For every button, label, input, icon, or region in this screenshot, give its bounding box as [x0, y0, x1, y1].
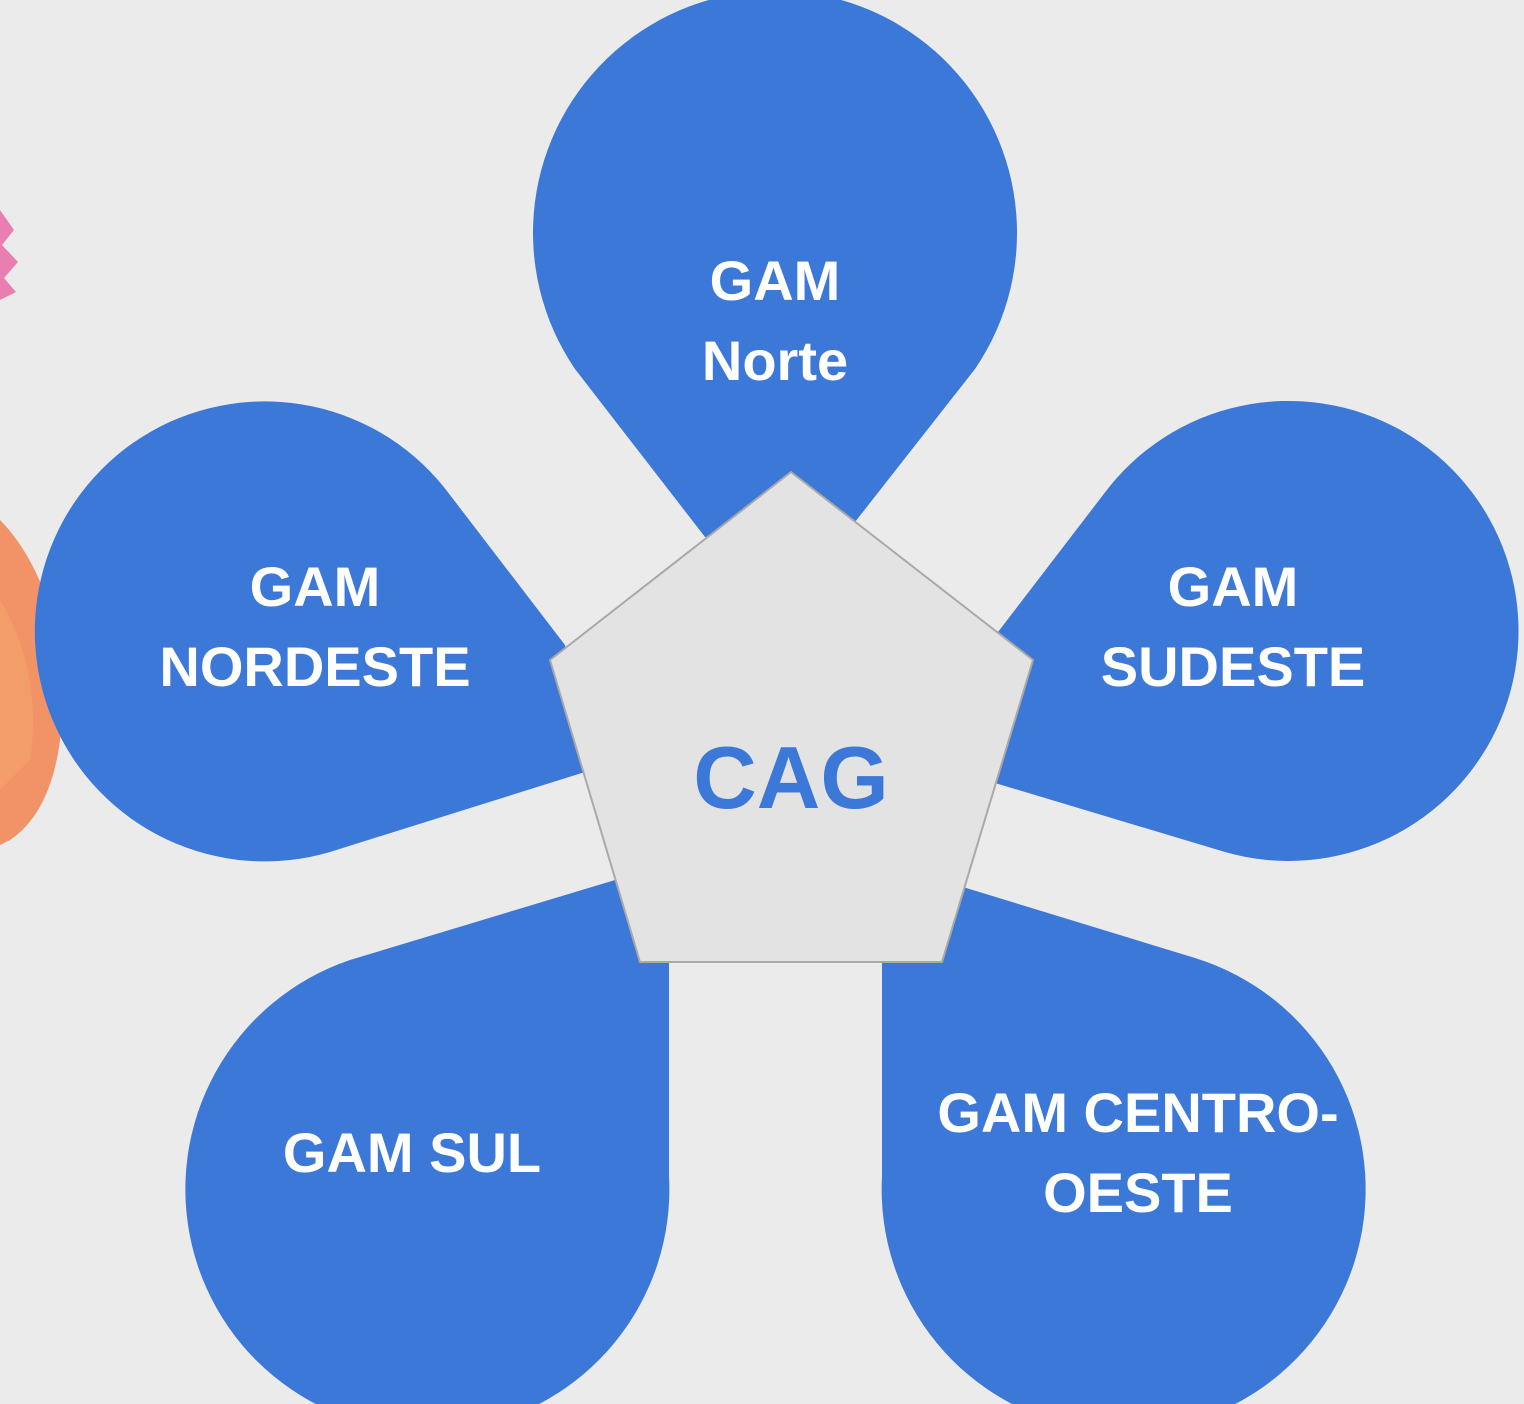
center-node: CAG [548, 470, 1035, 963]
petal-centro-oeste: GAM CENTRO- OESTE [881, 887, 1366, 1404]
petal-sudeste-shape [995, 400, 1519, 861]
center-label: CAG [693, 728, 889, 827]
petal-norte: GAM Norte [533, 0, 1017, 537]
petal-sul-shape [185, 880, 670, 1404]
petal-sul: GAM SUL [185, 880, 670, 1404]
decorative-brush-strokes [0, 210, 64, 845]
petal-norte-label-line1: GAM [710, 249, 841, 312]
petal-nordeste-shape [34, 401, 586, 862]
petal-sudeste-label-line1: GAM [1168, 555, 1299, 618]
petal-nordeste: GAM NORDESTE [34, 401, 586, 862]
petal-sudeste-label-line2: SUDESTE [1101, 635, 1366, 698]
petal-centro-oeste-shape [881, 887, 1366, 1404]
petal-centro-oeste-label-line2: OESTE [1043, 1161, 1233, 1224]
petal-centro-oeste-label-line1: GAM CENTRO- [937, 1081, 1338, 1144]
petal-nordeste-label-line2: NORDESTE [159, 635, 470, 698]
petal-norte-shape [533, 0, 1017, 537]
petal-sudeste: GAM SUDESTE [995, 400, 1519, 861]
petal-sul-label: GAM SUL [283, 1121, 541, 1184]
petal-nordeste-label-line1: GAM [250, 555, 381, 618]
petal-norte-label-line2: Norte [702, 329, 848, 392]
center-pentagon [548, 470, 1035, 963]
